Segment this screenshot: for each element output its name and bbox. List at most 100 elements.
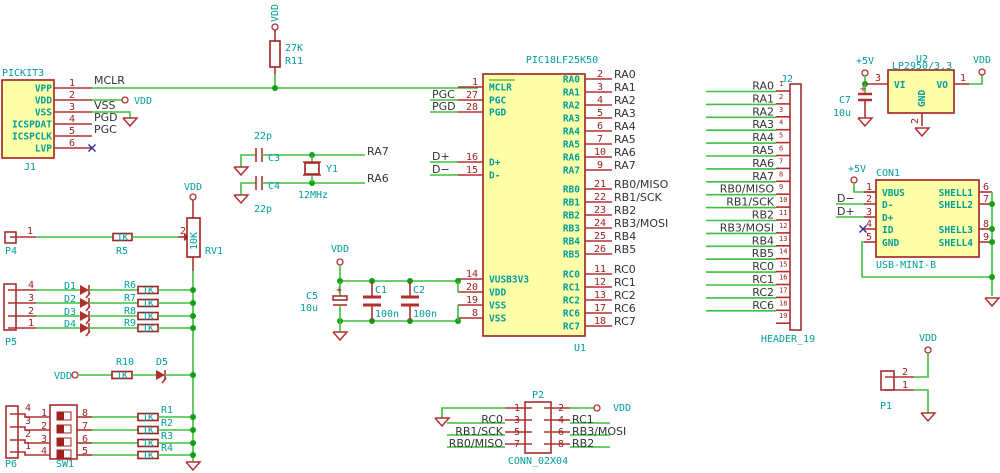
j2-pin-number: 14 [779, 248, 787, 256]
u1-pin-name: RA7 [563, 166, 580, 177]
u1-value: PIC18LF25K50 [526, 55, 598, 66]
j2-pin-number: 10 [779, 196, 787, 204]
wire [441, 407, 505, 418]
c3-value: 22p [254, 131, 272, 142]
net-label: RB0/MISO [449, 437, 504, 450]
c7-value: 10u [833, 108, 851, 119]
crystal-body [304, 162, 320, 175]
power-label-vdd: VDD [184, 182, 202, 193]
u1-pin-number: 6 [597, 121, 603, 132]
led-triangle [80, 298, 89, 308]
u1-pin-number: 2 [597, 69, 603, 80]
p2-pin-number: 3 [514, 415, 520, 426]
sw1-pin-number: 4 [41, 446, 47, 457]
j2-pin-number: 11 [779, 209, 787, 217]
u1-pin-name: VUSB3V3 [489, 275, 529, 286]
p1-pin-number: 2 [902, 367, 908, 378]
rv1-value: 10K [189, 232, 200, 250]
nc-line [859, 225, 867, 233]
net-label: RA1 [614, 81, 636, 94]
u1-pin-number: 28 [466, 102, 478, 113]
resistor-icon: 1K [137, 439, 159, 450]
u1-pin-number: 22 [594, 192, 606, 203]
power-label-vdd: VDD [134, 96, 152, 107]
j2-pin-number: 17 [779, 286, 787, 294]
p1-body [880, 370, 895, 391]
p6-body [5, 405, 19, 459]
net-label: RB3/MOSI [614, 217, 668, 230]
resistor-icon: 1K [111, 371, 133, 382]
net-label: D+ [837, 205, 855, 218]
y1-value: 12MHz [298, 190, 328, 201]
c5-plate [332, 295, 348, 301]
con1-pin-number: 1 [866, 182, 872, 193]
led-icon [156, 370, 167, 384]
u1-pin-name: D- [489, 171, 500, 182]
net-label: RA4 [614, 120, 636, 133]
j1-pin-number: 1 [69, 78, 75, 89]
net-label: RB2 [572, 437, 594, 450]
u1-pin-name: RC2 [563, 296, 580, 307]
led-icon [80, 298, 91, 312]
j2-pin-number: 15 [779, 261, 787, 269]
junction-dot [190, 427, 196, 433]
resistor-icon: 1K [112, 233, 133, 244]
net-label: RC0 [481, 413, 503, 426]
ground-icon [984, 297, 1000, 308]
net-label-ra6: RA6 [367, 172, 389, 185]
ground-icon [920, 412, 937, 423]
p2-pin-number: 6 [558, 427, 564, 438]
cap-value: 100n [375, 309, 399, 320]
net-label: RC6 [752, 299, 774, 312]
u2-body [887, 69, 955, 114]
j1-pin-number: 3 [69, 102, 75, 113]
u1-pin-name: RB2 [563, 211, 580, 222]
u1-pin-number: 23 [594, 205, 606, 216]
net-label: RC1 [614, 276, 636, 289]
p5-pin-number: 4 [28, 280, 34, 291]
resistor-value: 1K [142, 312, 154, 323]
led-triangle [80, 311, 89, 321]
resistor-icon: 1K [137, 299, 159, 310]
con1-value: USB-MINI-B [876, 260, 936, 271]
ground-icon [233, 166, 250, 177]
u1-pin-name: RB4 [563, 237, 580, 248]
led-ray [85, 305, 91, 312]
u1-pin-name: RA0 [563, 75, 580, 86]
p2-pin-number: 5 [514, 427, 520, 438]
resistor-icon: 1K [137, 312, 159, 323]
p6-pin-number: 1 [25, 441, 31, 452]
p1-pin-number: 1 [902, 380, 908, 391]
p6-pin-number: 3 [25, 416, 31, 427]
power-port-icon [71, 371, 79, 379]
net-label: RB3/MOSI [720, 221, 774, 234]
con1-pin-name: SHELL4 [939, 238, 974, 249]
resistor-value: 1K [142, 413, 154, 424]
wire [914, 353, 929, 378]
sw-res-ref: R2 [161, 418, 173, 429]
power-port-icon [850, 176, 858, 184]
r11-ref: R11 [285, 56, 303, 67]
u1-pin-number: 14 [466, 269, 478, 280]
power-label-vdd: VDD [613, 403, 631, 414]
p2-pin-number: 1 [514, 403, 520, 414]
con1-pin-number: 9 [983, 232, 989, 243]
j1-body [1, 79, 55, 159]
power-port-icon [271, 23, 279, 31]
no-connect-icon [88, 144, 96, 152]
j2-pin-number: 4 [779, 119, 783, 127]
p4-ref: P4 [5, 246, 17, 257]
junction-dot [190, 325, 196, 331]
led-ref: D4 [64, 319, 76, 330]
j2-pin-number: 12 [779, 222, 787, 230]
p1-ref: P1 [880, 401, 892, 412]
net-label: RA2 [614, 94, 636, 107]
net-label: RB4 [614, 230, 636, 243]
u2-pin-number: 2 [910, 118, 921, 124]
wire [240, 154, 256, 167]
d5-ref: D5 [156, 357, 168, 368]
net-label: RB2 [614, 204, 636, 217]
